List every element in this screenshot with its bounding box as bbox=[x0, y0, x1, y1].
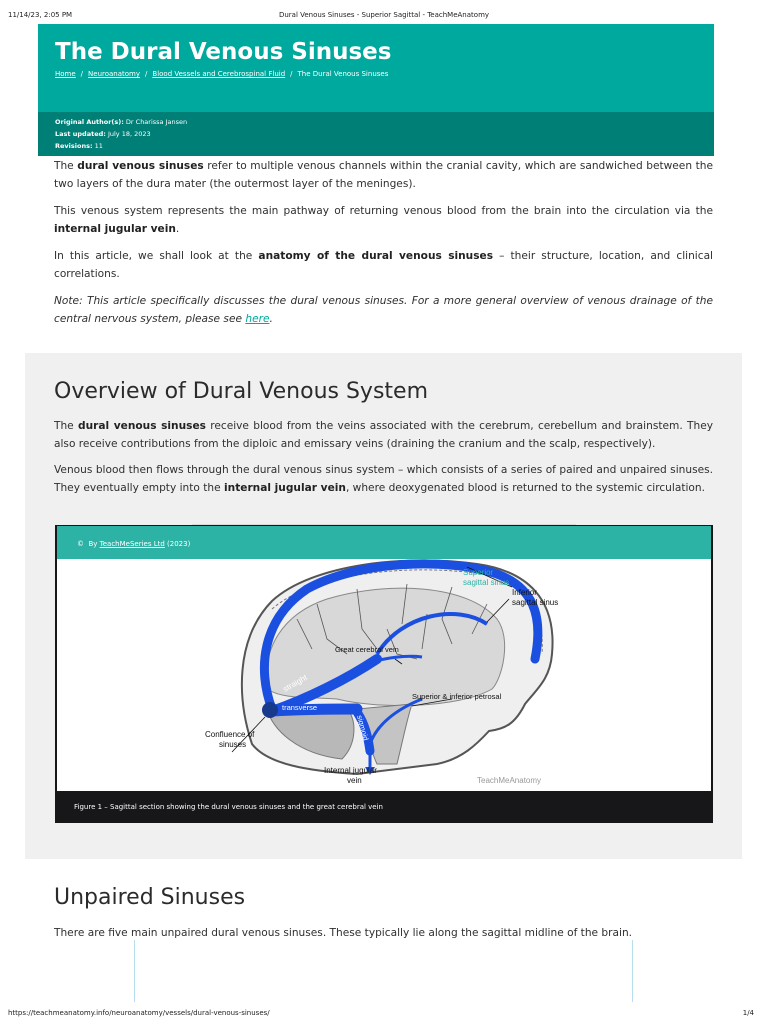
breadcrumb-separator: / bbox=[80, 70, 84, 78]
decorative-line-right bbox=[632, 940, 633, 1002]
inferior-sagittal-sinus bbox=[375, 612, 489, 656]
breadcrumb: Home / Neuroanatomy / Blood Vessels and Cere… bbox=[55, 70, 388, 78]
divider bbox=[192, 524, 576, 525]
overview-paragraph-2: Venous blood then flows through the dura… bbox=[54, 464, 713, 494]
meta-updated: Last updated: July 18, 2023 bbox=[55, 130, 151, 138]
label-leaders bbox=[231, 566, 513, 753]
print-footer: https://teachmeanatomy.info/neuroanatomy… bbox=[0, 1004, 768, 1024]
credit-link[interactable]: TeachMeSeries Ltd bbox=[99, 540, 165, 548]
figure-1: © By TeachMeSeries Ltd (2023) bbox=[55, 525, 713, 823]
overview-heading: Overview of Dural Venous System bbox=[54, 379, 428, 404]
label-petrosal: Superior & inferior petrosal bbox=[412, 692, 502, 701]
label-transverse: transverse bbox=[282, 703, 317, 712]
decorative-line-left bbox=[134, 940, 135, 1002]
confluence-of-sinuses bbox=[262, 702, 278, 718]
breadcrumb-separator: / bbox=[290, 70, 293, 78]
label-internal-jugular: Internal jugular bbox=[324, 766, 377, 775]
figure-caption: Figure 1 – Sagittal section showing the … bbox=[74, 803, 383, 811]
meta-revisions: Revisions: 11 bbox=[55, 142, 103, 150]
intro-note: Note: This article specifically discusse… bbox=[54, 295, 713, 325]
label-vein: vein bbox=[347, 776, 362, 785]
intro-paragraph-2: This venous system represents the main p… bbox=[54, 205, 713, 235]
article-meta: Original Author(s): Dr Charissa Jansen L… bbox=[38, 112, 714, 156]
intro-paragraph-1: The dural venous sinuses refer to multip… bbox=[54, 160, 713, 190]
ijv-arrow bbox=[365, 767, 375, 775]
label-inferior-sagittal-sinus: sagittal sinus bbox=[512, 598, 558, 607]
cerebellum-region bbox=[266, 708, 355, 760]
copyright-icon: © bbox=[77, 540, 84, 548]
label-confluence: Confluence of bbox=[205, 730, 255, 739]
note-here-link[interactable]: here bbox=[245, 312, 270, 325]
sigmoid-sinus bbox=[350, 704, 375, 756]
figure-credit-bar: © By TeachMeSeries Ltd (2023) bbox=[57, 526, 711, 559]
petrosal-sinus bbox=[368, 697, 423, 745]
print-datetime: 11/14/23, 2:05 PM bbox=[8, 11, 73, 19]
print-page-number: 1/4 bbox=[742, 1009, 754, 1017]
breadcrumb-separator: / bbox=[145, 70, 148, 78]
page-title: The Dural Venous Sinuses bbox=[55, 39, 392, 65]
sagittal-section-svg: Superior sagittal sinus Inferior sagitta… bbox=[205, 559, 558, 785]
sagittal-section-illustration: Superior sagittal sinus Inferior sagitta… bbox=[57, 559, 711, 791]
label-sinuses: sinuses bbox=[219, 740, 246, 749]
label-sagittal-sinus: sagittal sinus bbox=[463, 578, 509, 587]
breadcrumb-neuroanatomy[interactable]: Neuroanatomy bbox=[88, 70, 141, 78]
label-great-cerebral-vein: Great cerebral vein bbox=[335, 645, 399, 654]
falx-region bbox=[265, 587, 506, 707]
intro-paragraph-3: In this article, we shall look at the an… bbox=[54, 250, 714, 280]
label-inferior: Inferior bbox=[512, 588, 537, 597]
meta-author: Original Author(s): Dr Charissa Jansen bbox=[55, 118, 188, 126]
figure-credit: © By TeachMeSeries Ltd (2023) bbox=[77, 540, 191, 548]
unpaired-heading: Unpaired Sinuses bbox=[54, 885, 246, 910]
breadcrumb-blood-vessels[interactable]: Blood Vessels and Cerebrospinal Fluid bbox=[152, 70, 286, 78]
print-url: https://teachmeanatomy.info/neuroanatomy… bbox=[8, 1009, 270, 1017]
watermark-logo: TeachMeAnatomy bbox=[477, 776, 541, 785]
overview-paragraph-1: The dural venous sinuses receive blood f… bbox=[54, 420, 713, 450]
label-superior: Superior bbox=[463, 568, 494, 577]
superior-sagittal-sinus bbox=[259, 559, 543, 714]
print-page-title: Dural Venous Sinuses - Superior Sagittal… bbox=[278, 11, 490, 19]
great-cerebral-vein bbox=[374, 654, 423, 663]
breadcrumb-current: The Dural Venous Sinuses bbox=[297, 70, 389, 78]
print-header: 11/14/23, 2:05 PM Dural Venous Sinuses -… bbox=[0, 0, 768, 22]
breadcrumb-home[interactable]: Home bbox=[55, 70, 76, 78]
article-hero: The Dural Venous Sinuses Home / Neuroanato… bbox=[38, 24, 714, 112]
unpaired-paragraph: There are five main unpaired dural venou… bbox=[54, 927, 633, 939]
